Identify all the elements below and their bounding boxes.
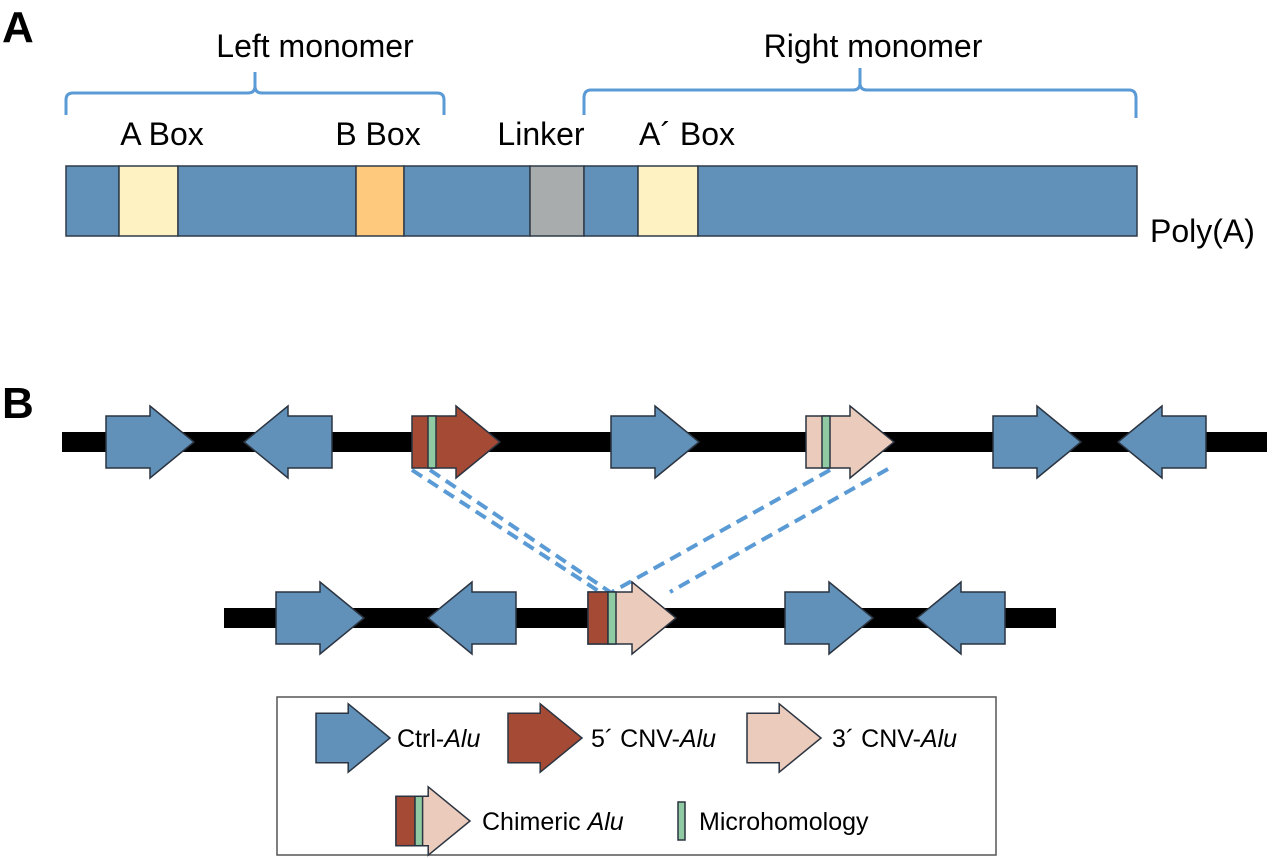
a-prime-box-label: A´ Box: [639, 116, 735, 152]
recombination-line-4: [669, 467, 889, 594]
segment-a-box: [118, 165, 179, 237]
b-box-label: B Box: [335, 116, 420, 152]
microhomology-band: [607, 591, 617, 645]
poly-a-label: Poly(A): [1150, 213, 1255, 249]
alu-element-bar: [65, 165, 1138, 237]
segment-a-box: [637, 165, 699, 237]
segment-body: [65, 165, 120, 237]
arrow-shape: [411, 404, 502, 480]
cnv5-alu-arrow: [411, 404, 502, 480]
arrow-shape: [805, 404, 896, 480]
chimeric-5prime-part: [395, 795, 416, 847]
segment-body: [403, 165, 531, 237]
arrow-shape: [784, 580, 875, 656]
right-monomer-label: Right monomer: [764, 28, 983, 64]
segment-linker: [529, 165, 585, 237]
cnv5-alu-arrow: [507, 702, 584, 774]
arrow-shape: [315, 702, 392, 774]
arrow-shape: [242, 404, 333, 480]
legend-cnv5-label: 5´ CNV-Alu: [591, 725, 716, 753]
cnv3-alu-arrow: [746, 702, 823, 774]
legend-icons: [315, 702, 823, 857]
arrow-shape: [507, 702, 584, 774]
arrow-shape: [426, 580, 517, 656]
recombination-line-1: [410, 468, 602, 594]
arrow-shape: [915, 580, 1006, 656]
ctrl-alu-arrow: [610, 404, 701, 480]
legend-microhomology-label: Microhomology: [699, 808, 869, 836]
a-box-label: A Box: [120, 116, 204, 152]
left-monomer-brace: [64, 72, 446, 115]
ctrl-alu-arrow: [784, 580, 875, 656]
segment-body: [697, 165, 1138, 237]
ctrl-alu-arrow: [992, 404, 1083, 480]
legend-ctrl-label: Ctrl-Alu: [397, 725, 480, 753]
legend-box: [276, 696, 997, 856]
recombination-line-3: [611, 468, 831, 594]
legend-microhomology-icon: [677, 801, 686, 841]
top-chromosome: [105, 404, 1207, 480]
microhomology-band: [821, 415, 831, 469]
chimeric-alu-arrow: [587, 580, 678, 656]
chimeric-5prime-part: [587, 591, 609, 645]
ctrl-alu-arrow: [426, 580, 517, 656]
microhomology-band: [414, 795, 424, 847]
segment-body: [177, 165, 357, 237]
right-monomer-brace: [582, 68, 1138, 118]
panel-b-label: B: [2, 379, 34, 428]
chimeric-alu-arrow: [395, 785, 472, 857]
arrow-shape: [105, 404, 196, 480]
bottom-chromosome: [275, 580, 1006, 656]
segment-b-box: [355, 165, 405, 237]
ctrl-alu-arrow: [242, 404, 333, 480]
arrow-shape: [992, 404, 1083, 480]
recombination-line-2: [428, 468, 612, 594]
ctrl-alu-arrow: [915, 580, 1006, 656]
ctrl-alu-arrow: [105, 404, 196, 480]
legend-chimeric-label: Chimeric Alu: [482, 808, 624, 836]
ctrl-alu-arrow: [315, 702, 392, 774]
panel-a-label: A: [2, 3, 34, 52]
arrow-shape: [275, 580, 366, 656]
legend-cnv3-label: 3´ CNV-Alu: [832, 725, 957, 753]
left-monomer-label: Left monomer: [216, 28, 414, 64]
cnv3-alu-arrow: [805, 404, 896, 480]
arrow-shape: [1116, 404, 1207, 480]
arrow-shape: [746, 702, 823, 774]
ctrl-alu-arrow: [275, 580, 366, 656]
linker-label: Linker: [497, 116, 585, 152]
segment-body: [583, 165, 639, 237]
microhomology-band: [427, 415, 437, 469]
ctrl-alu-arrow: [1116, 404, 1207, 480]
arrow-shape: [610, 404, 701, 480]
